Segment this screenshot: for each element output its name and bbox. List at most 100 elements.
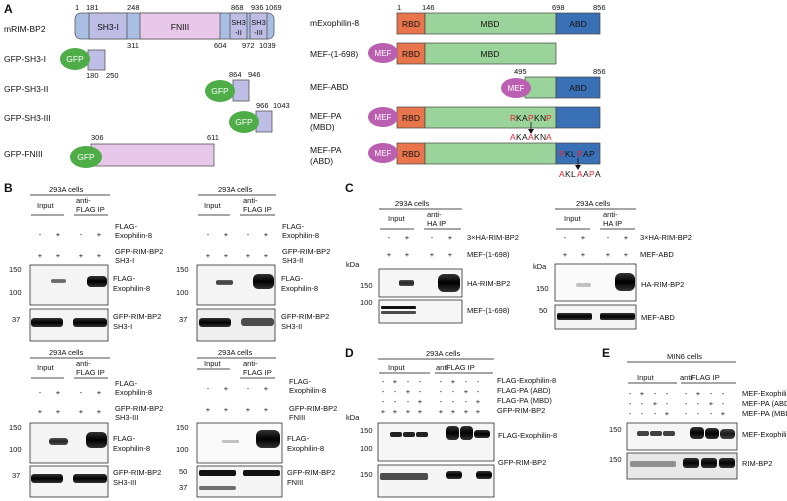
blot-b1: 293A cells Input anti- FLAG IP -+ -+ ++ …: [9, 185, 163, 342]
svg-text:+: +: [439, 407, 444, 416]
svg-text:FLAG IP: FLAG IP: [446, 363, 475, 372]
svg-text:150: 150: [536, 284, 549, 293]
svg-text:-: -: [394, 397, 397, 406]
svg-text:604: 604: [214, 41, 227, 50]
sh3-3-label: SH3: [251, 18, 266, 27]
svg-text:Input: Input: [388, 363, 406, 372]
svg-text:anti-: anti-: [603, 210, 618, 219]
svg-text:1043: 1043: [273, 101, 290, 110]
svg-text:Exophilin-8: Exophilin-8: [282, 231, 319, 240]
svg-text:P: P: [559, 149, 565, 159]
sh3-2-domain: [229, 12, 248, 40]
svg-text:306: 306: [91, 133, 104, 142]
svg-text:kDa: kDa: [346, 413, 360, 422]
mef-abd-domain: [555, 76, 601, 99]
blot-b4: 293A cells Input anti- FLAG IP -+ -+ ++ …: [176, 348, 337, 498]
svg-text:Exophilin-8: Exophilin-8: [281, 284, 318, 293]
svg-text:+: +: [451, 407, 456, 416]
svg-text:-: -: [207, 384, 210, 393]
svg-text:FLAG-Exophilin-8: FLAG-Exophilin-8: [498, 431, 557, 440]
svg-text:GFP-RIM-BP2: GFP-RIM-BP2: [498, 458, 546, 467]
svg-text:+: +: [56, 388, 61, 397]
svg-text:100: 100: [360, 298, 373, 307]
svg-text:MEF: MEF: [375, 113, 392, 122]
gfp-label-1: GFP: [66, 54, 84, 64]
svg-text:-: -: [666, 389, 669, 398]
svg-text:anti-: anti-: [76, 196, 91, 205]
svg-text:GFP: GFP: [211, 86, 229, 96]
svg-text:anti-: anti-: [243, 196, 258, 205]
svg-text:GFP-RIM-BP2: GFP-RIM-BP2: [115, 404, 163, 413]
svg-text:Exophilin-8: Exophilin-8: [289, 386, 326, 395]
mef-pa-abd-name: MEF-PA: [310, 145, 342, 155]
svg-text:Input: Input: [204, 359, 222, 368]
svg-text:856: 856: [593, 67, 606, 76]
svg-text:+: +: [264, 405, 269, 414]
svg-text:181: 181: [86, 3, 99, 12]
sh3-1-label: SH3-I: [97, 22, 119, 32]
svg-text:+: +: [246, 251, 251, 260]
sh3-2-label: SH3: [231, 18, 246, 27]
svg-text:A: A: [577, 169, 583, 179]
svg-text:RBD: RBD: [402, 113, 420, 123]
svg-text:+: +: [451, 377, 456, 386]
svg-text:anti-: anti-: [76, 359, 91, 368]
svg-text:3×HA-RIM-BP2: 3×HA-RIM-BP2: [640, 233, 692, 242]
gfp-sh3-2-domain: [232, 79, 250, 102]
svg-text:SH3-I: SH3-I: [113, 322, 132, 331]
svg-text:1069: 1069: [265, 3, 282, 12]
svg-text:+: +: [264, 251, 269, 260]
svg-text:K: K: [516, 113, 522, 123]
gfp-sh3-1-name: GFP-SH3-I: [4, 54, 46, 64]
svg-text:+: +: [476, 397, 481, 406]
svg-text:Input: Input: [204, 201, 222, 210]
blot-c1: 293A cells Input anti- HA IP -+ -+ ++ ++…: [346, 199, 519, 324]
exo-name: mExophilin-8: [310, 18, 359, 28]
svg-text:FLAG-PA (MBD): FLAG-PA (MBD): [497, 396, 552, 405]
svg-text:293A cells: 293A cells: [395, 199, 429, 208]
exo-bar: [396, 12, 601, 35]
svg-text:+: +: [405, 250, 410, 259]
svg-text:+: +: [38, 251, 43, 260]
svg-text:1: 1: [397, 3, 401, 12]
svg-text:+: +: [246, 405, 251, 414]
svg-text:+: +: [393, 407, 398, 416]
abd-wt-seq: P K L P A P: [559, 149, 595, 159]
mef-abd-name: MEF-ABD: [310, 82, 348, 92]
mef-1-698-name: MEF-(1-698): [310, 49, 358, 59]
svg-text:-: -: [697, 409, 700, 418]
svg-text:-: -: [452, 397, 455, 406]
svg-text:-: -: [629, 389, 632, 398]
svg-text:HA-RIM-BP2: HA-RIM-BP2: [467, 279, 510, 288]
svg-text:+: +: [624, 233, 629, 242]
svg-text:FLAG-: FLAG-: [115, 222, 138, 231]
svg-text:anti-: anti-: [427, 210, 442, 219]
svg-text:ABD: ABD: [569, 19, 586, 29]
svg-text:+: +: [97, 388, 102, 397]
svg-text:+: +: [448, 233, 453, 242]
fn3-domain: [139, 12, 221, 40]
svg-text:FLAG-: FLAG-: [289, 377, 312, 386]
svg-text:HA IP: HA IP: [603, 219, 622, 228]
svg-text:50: 50: [539, 306, 547, 315]
svg-text:+: +: [581, 233, 586, 242]
svg-text:+: +: [224, 405, 229, 414]
abd-mut-seq: A K L A A P A: [559, 169, 601, 179]
svg-text:+: +: [640, 389, 645, 398]
svg-text:K: K: [565, 169, 571, 179]
svg-text:+: +: [56, 251, 61, 260]
svg-text:-: -: [382, 387, 385, 396]
gfp-tag-3: [229, 111, 259, 133]
svg-text:-: -: [247, 384, 250, 393]
svg-text:+: +: [696, 389, 701, 398]
svg-text:+: +: [97, 230, 102, 239]
svg-text:P: P: [546, 113, 552, 123]
svg-text:+: +: [405, 233, 410, 242]
gfp-tag-1: [60, 48, 90, 70]
svg-text:P: P: [577, 149, 583, 159]
mef-1-698-mbd: [424, 42, 557, 65]
svg-text:-: -: [641, 409, 644, 418]
svg-text:SH3-III: SH3-III: [115, 413, 138, 422]
svg-text:Exophilin-8: Exophilin-8: [287, 444, 324, 453]
